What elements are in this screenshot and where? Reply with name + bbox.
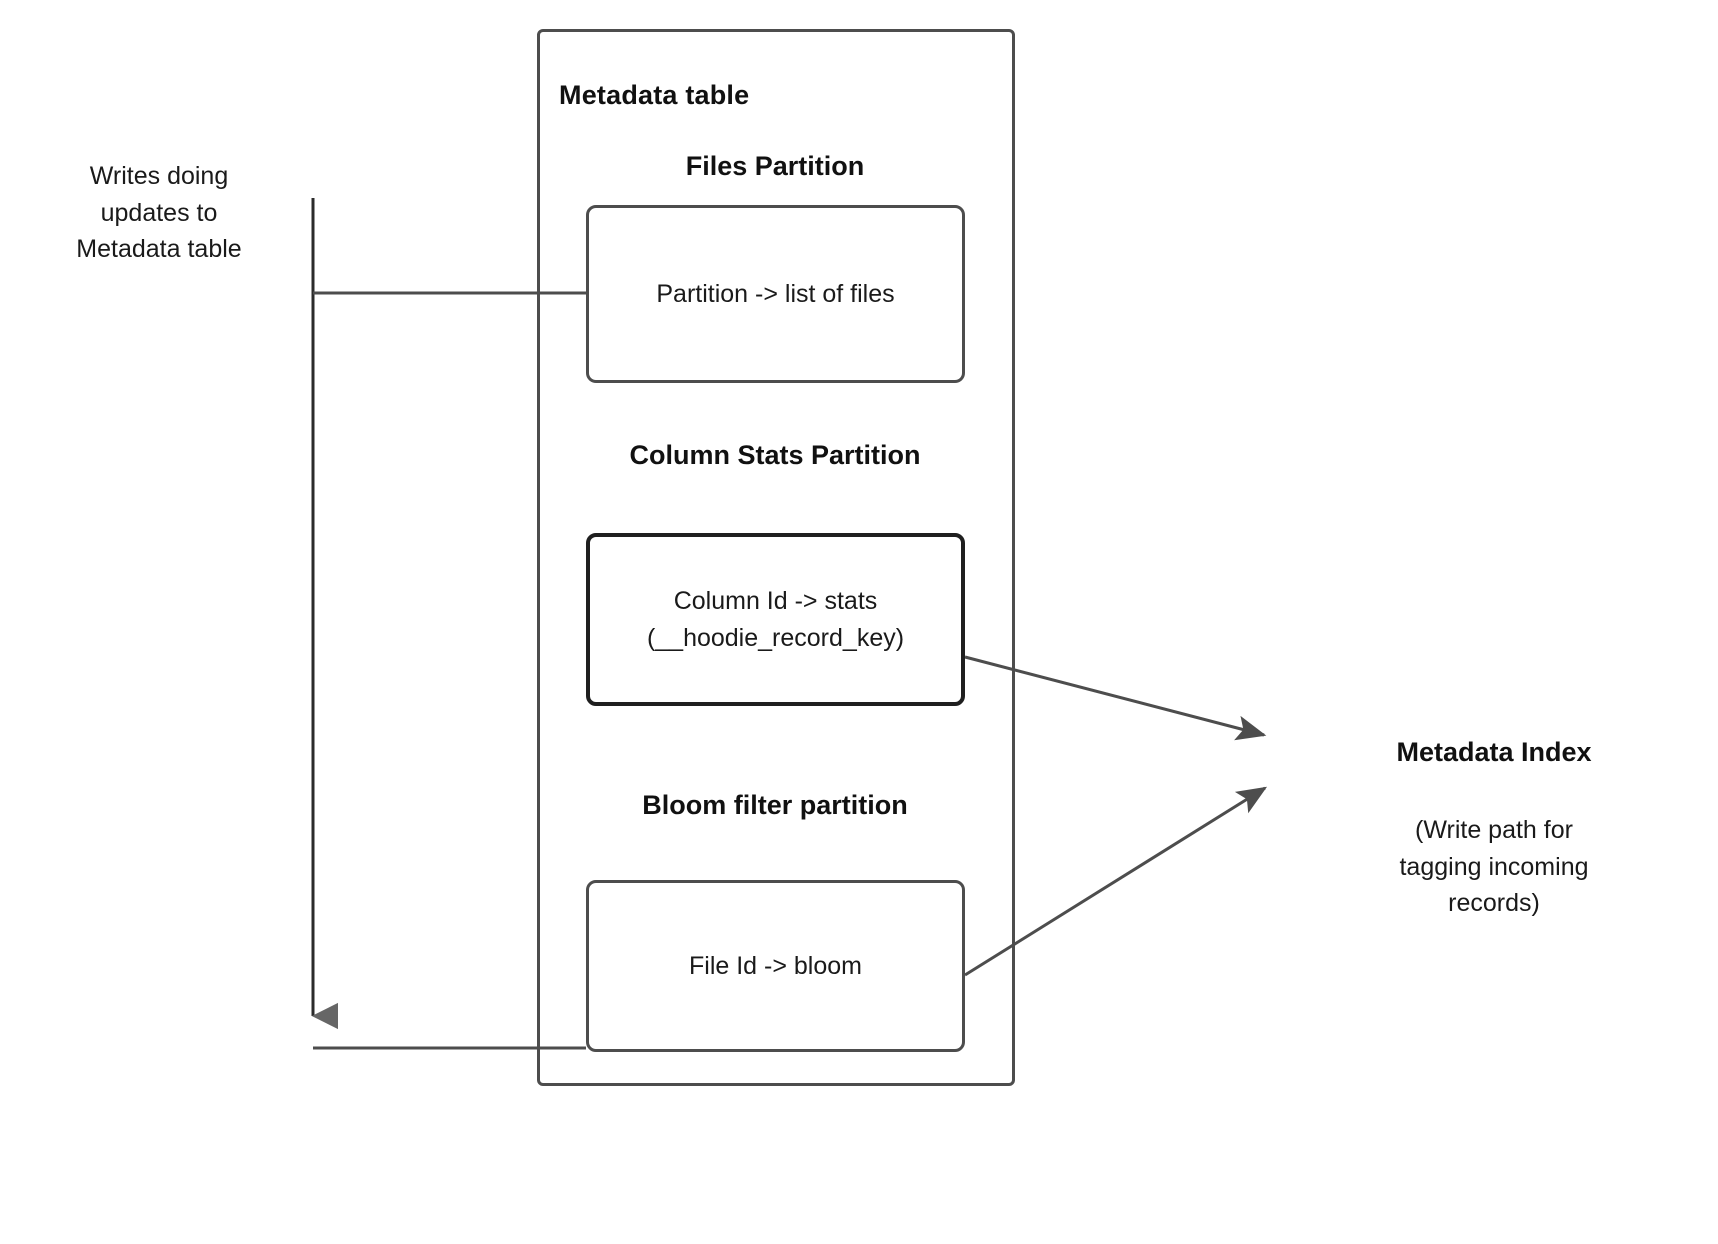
writes-note-line1: Writes doing — [89, 162, 229, 190]
bloom-filter-box-text: File Id -> bloom — [689, 951, 862, 980]
metadata-index-title: Metadata Index — [1396, 737, 1592, 767]
column-stats-box-line1: Column Id -> stats — [673, 587, 878, 616]
metadata-index-subtitle-line2: tagging incoming — [1399, 852, 1589, 881]
metadata-table-container — [537, 29, 1015, 1086]
bloom-filter-heading-line2: partition — [799, 790, 908, 820]
column-stats-partition-box[interactable]: Column Id -> stats (__hoodie_record_key) — [586, 533, 965, 706]
bloom-filter-heading-line1: Bloom filter — [642, 790, 793, 820]
writes-note-label: Writes doing updates to Metadata table — [10, 158, 308, 268]
bloom-filter-partition-heading: Bloom filter partition — [565, 786, 985, 824]
column-stats-box-line2: (__hoodie_record_key) — [646, 623, 905, 652]
files-partition-box[interactable]: Partition -> list of files — [586, 205, 965, 383]
column-stats-partition-heading: Column Stats Partition — [565, 436, 985, 474]
column-stats-box-text: Column Id -> stats (__hoodie_record_key) — [590, 583, 961, 656]
metadata-index-subtitle: (Write path for tagging incoming records… — [1298, 812, 1690, 922]
files-partition-heading-line1: Files Partition — [685, 151, 865, 181]
column-stats-heading-line1: Column Stats — [629, 440, 804, 470]
bloom-filter-partition-box[interactable]: File Id -> bloom — [586, 880, 965, 1052]
writes-note-line3: Metadata table — [76, 235, 242, 263]
column-stats-heading-line2: Partition — [811, 440, 921, 470]
metadata-index-subtitle-line1: (Write path for — [1415, 816, 1573, 844]
files-partition-box-text: Partition -> list of files — [656, 279, 895, 308]
writes-note-line2: updates to — [100, 198, 218, 227]
metadata-index-subtitle-line3: records) — [1448, 889, 1540, 917]
metadata-table-title: Metadata table — [559, 80, 750, 110]
files-partition-heading: Files Partition — [565, 147, 985, 185]
